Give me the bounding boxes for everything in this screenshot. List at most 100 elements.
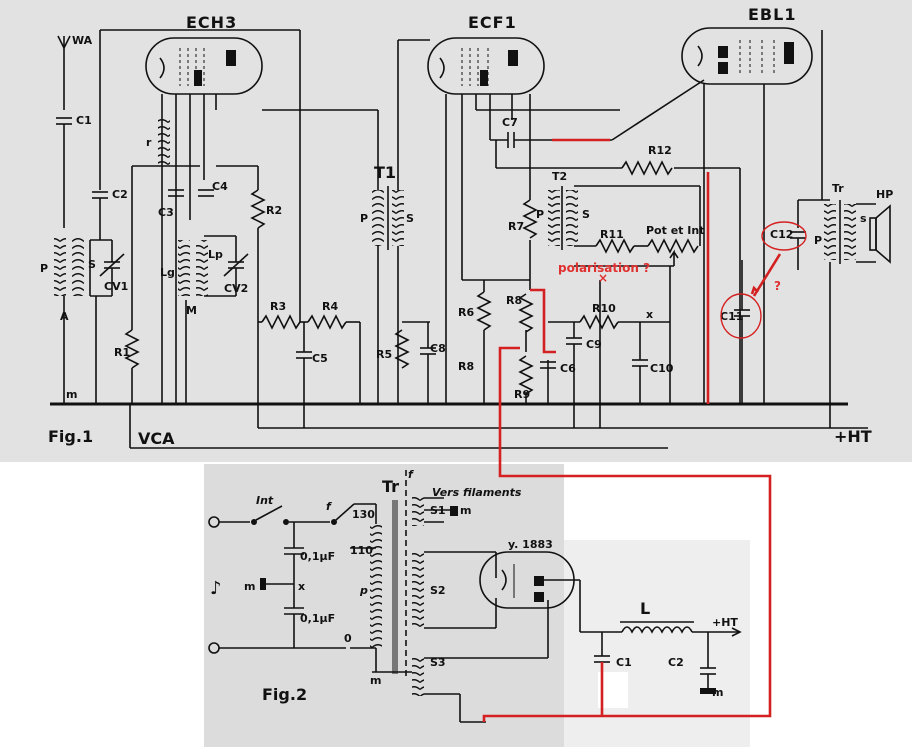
label-c9: C9 bbox=[586, 338, 602, 351]
tube-ebl1-label: EBL1 bbox=[748, 5, 796, 24]
label-t1: T1 bbox=[374, 163, 396, 182]
label-130: 130 bbox=[352, 508, 375, 521]
label-rect: y. 1883 bbox=[508, 538, 553, 551]
label-s-left: S bbox=[88, 258, 96, 271]
label-f: f bbox=[326, 500, 332, 513]
label-vers-filaments: Vers filaments bbox=[432, 486, 522, 499]
label-p-left: P bbox=[40, 262, 48, 275]
mains-input: ♪ bbox=[208, 505, 346, 654]
r5-c8 bbox=[394, 321, 436, 404]
output-stage bbox=[734, 199, 891, 428]
label-p-fig2: p bbox=[359, 584, 368, 597]
label-m-bottom: m bbox=[370, 674, 381, 687]
label-t2-s: S bbox=[582, 208, 590, 221]
label-cv1: CV1 bbox=[104, 280, 128, 293]
label-r7: R7 bbox=[508, 220, 524, 233]
label-zero: 0 bbox=[344, 632, 352, 645]
transformer-t2 bbox=[522, 168, 701, 290]
label-a-left: A bbox=[60, 310, 69, 323]
tube-ech3 bbox=[145, 37, 263, 404]
label-r11: R11 bbox=[600, 228, 624, 241]
fig2-caption: Fig.2 bbox=[262, 685, 307, 704]
label-lp: Lp bbox=[208, 248, 223, 261]
label-r5: R5 bbox=[376, 348, 392, 361]
label-choke: L bbox=[640, 599, 650, 618]
label-t2: T2 bbox=[552, 170, 567, 183]
cross-mark: × bbox=[598, 271, 608, 285]
label-m-fig2: m bbox=[244, 580, 255, 593]
antenna-coil bbox=[54, 236, 125, 404]
label-m-s1: m bbox=[460, 504, 471, 517]
label-ht: +HT bbox=[834, 427, 872, 446]
label-r8-lower: R8 bbox=[458, 360, 474, 373]
label-r9: R9 bbox=[514, 388, 530, 401]
fig1-buses bbox=[50, 402, 868, 449]
label-s2: S2 bbox=[430, 584, 446, 597]
fig1-labels: WA C1 C2 P S A m CV1 R1 r C3 C4 Lg Lp M … bbox=[40, 5, 893, 448]
tube-ecf1-label: ECF1 bbox=[468, 13, 517, 32]
label-cap2: 0,1µF bbox=[300, 612, 335, 625]
label-antenna: WA bbox=[72, 34, 93, 47]
tube-ecf1 bbox=[427, 37, 620, 404]
label-c2-fig2: C2 bbox=[668, 656, 684, 669]
label-c8: C8 bbox=[430, 342, 446, 355]
fig2-panel bbox=[204, 464, 564, 747]
label-tr: Tr bbox=[832, 182, 844, 195]
label-t2-p: P bbox=[536, 208, 544, 221]
label-r-small: r bbox=[146, 136, 152, 149]
fig2-labels: Int f 130 110 Tr f 0,1µF 0,1µF x m p 0 m… bbox=[244, 468, 738, 704]
label-hp: HP bbox=[876, 188, 893, 201]
label-c5: C5 bbox=[312, 352, 328, 365]
filter bbox=[580, 621, 742, 694]
label-c11: C11 bbox=[720, 310, 743, 323]
fig2-panel-right bbox=[564, 540, 750, 747]
label-r1: R1 bbox=[114, 346, 130, 359]
tube-ech3-label: ECH3 bbox=[186, 13, 237, 32]
music-note-icon: ♪ bbox=[210, 578, 222, 599]
label-r3: R3 bbox=[270, 300, 286, 313]
rectifier-tube bbox=[479, 551, 581, 632]
label-s3: S3 bbox=[430, 656, 446, 669]
label-m-mid: M bbox=[186, 304, 197, 317]
label-x-fig2: x bbox=[298, 580, 305, 593]
fig1-panel bbox=[0, 0, 912, 462]
label-c4: C4 bbox=[212, 180, 228, 193]
label-vca: VCA bbox=[138, 429, 175, 448]
c2-r1-branch bbox=[92, 29, 300, 404]
label-c1: C1 bbox=[76, 114, 92, 127]
red-annotations-fig2 bbox=[482, 404, 772, 722]
label-r6: R6 bbox=[458, 306, 474, 319]
label-pot: Pot et Int bbox=[646, 224, 704, 237]
label-s1: S1 bbox=[430, 504, 446, 517]
red-annotations-fig1: polarisation ? ? × bbox=[498, 138, 807, 404]
label-x: x bbox=[646, 308, 653, 321]
mains-transformer bbox=[331, 470, 412, 676]
fig1-caption: Fig.1 bbox=[48, 427, 93, 446]
secondaries bbox=[412, 496, 549, 723]
label-tr-fig2: Tr bbox=[382, 477, 399, 496]
label-t1-p: P bbox=[360, 212, 368, 225]
label-c3: C3 bbox=[158, 206, 174, 219]
label-c7: C7 bbox=[502, 116, 518, 129]
oscillator-coils bbox=[158, 118, 249, 404]
label-c2: C2 bbox=[112, 188, 128, 201]
tube-ebl1 bbox=[681, 27, 823, 404]
label-tr-p: P bbox=[814, 234, 822, 247]
label-lg: Lg bbox=[160, 266, 175, 279]
r3-r4-c5 bbox=[258, 30, 361, 428]
transformer-t1 bbox=[262, 39, 430, 404]
label-r8: R8 bbox=[506, 294, 522, 307]
label-r10: R10 bbox=[592, 302, 616, 315]
polarisation-note: polarisation ? bbox=[558, 261, 650, 275]
label-c1-fig2: C1 bbox=[616, 656, 632, 669]
label-cap1: 0,1µF bbox=[300, 550, 335, 563]
label-c12: C12 bbox=[770, 228, 793, 241]
label-tr-s: s bbox=[860, 212, 867, 225]
label-t1-s: S bbox=[406, 212, 414, 225]
detector-network bbox=[476, 266, 671, 428]
antenna-symbol bbox=[56, 35, 72, 228]
label-cv2: CV2 bbox=[224, 282, 248, 295]
label-m-gnd: m bbox=[712, 686, 723, 699]
label-r4: R4 bbox=[322, 300, 338, 313]
